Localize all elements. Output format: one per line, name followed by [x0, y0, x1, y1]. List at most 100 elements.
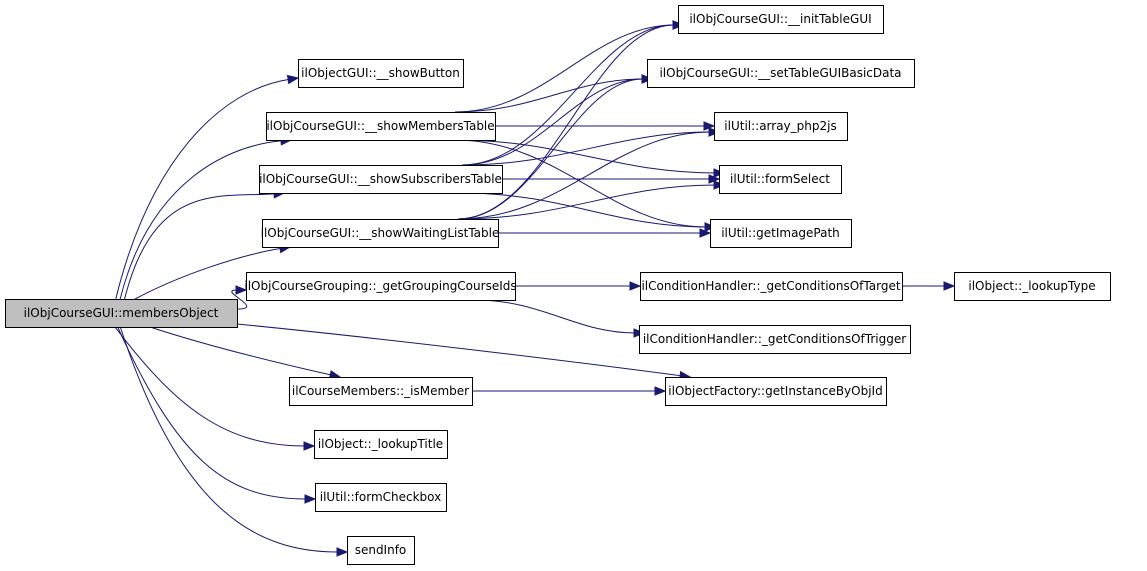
node-label: ilObject::_lookupType — [968, 279, 1095, 293]
node-lookup-title[interactable]: ilObject::_lookupTitle — [314, 430, 448, 459]
edge-show-subscribers-table-to-get-image-path — [461, 192, 717, 232]
edge-root-to-lookup-title — [114, 326, 316, 451]
edge-line — [124, 193, 276, 300]
node-box — [719, 165, 842, 194]
edge-line — [461, 131, 711, 166]
node-label: ilConditionHandler::_getConditionsOfTarg… — [641, 279, 900, 293]
node-label: ilObjCourseGUI::__initTableGUI — [689, 12, 871, 26]
node-box — [710, 219, 852, 248]
arrowhead-icon — [235, 285, 248, 295]
arrowhead-icon — [336, 547, 349, 557]
edge-line — [236, 323, 682, 377]
node-show-waiting-list-table[interactable]: ilObjCourseGUI::__showWaitingListTable — [261, 219, 500, 248]
edge-line — [461, 78, 644, 166]
node-label: ilUtil::formSelect — [730, 172, 830, 186]
edge-line — [457, 184, 716, 220]
node-form-select[interactable]: ilUtil::formSelect — [719, 165, 842, 194]
node-label: ilCourseMembers::_isMember — [292, 384, 469, 398]
edge-line — [114, 326, 306, 447]
edge-line — [461, 192, 707, 228]
node-label: ilObjectGUI::__showButton — [301, 66, 460, 80]
node-box — [639, 325, 911, 354]
node-label: ilUtil::array_php2js — [724, 119, 836, 133]
node-is-member[interactable]: ilCourseMembers::_isMember — [289, 377, 473, 406]
node-box — [714, 112, 848, 141]
edge-line — [454, 24, 675, 113]
node-label: ilObjCourseGUI::__showWaitingListTable — [261, 226, 500, 240]
node-label: ilObjCourseGUI::__showMembersTable — [266, 119, 494, 133]
edge-show-subscribers-table-to-form-select — [502, 174, 721, 184]
node-show-subscribers-table[interactable]: ilObjCourseGUI::__showSubscribersTable — [259, 165, 503, 194]
edge-line — [454, 139, 716, 174]
edge-line — [231, 289, 248, 310]
edge-root-to-send-info — [119, 326, 349, 557]
node-get-conditions-of-target[interactable]: ilConditionHandler::_getConditionsOfTarg… — [640, 272, 903, 301]
node-box — [665, 377, 887, 406]
edge-is-member-to-get-instance-by-obj-id — [472, 386, 667, 396]
edge-get-grouping-course-ids-to-get-conditions-of-trigger — [474, 299, 646, 338]
node-box — [262, 219, 499, 248]
node-label: ilObject::_lookupTitle — [318, 437, 443, 451]
node-show-members-table[interactable]: ilObjCourseGUI::__showMembersTable — [266, 112, 496, 141]
edge-root-to-show-button — [115, 74, 300, 300]
edge-root-to-form-checkbox — [117, 326, 317, 504]
node-show-button[interactable]: ilObjectGUI::__showButton — [298, 59, 464, 88]
node-label: ilObjCourseGUI::__showSubscribersTable — [259, 172, 502, 186]
node-label: ilUtil::formCheckbox — [320, 490, 442, 504]
edge-show-subscribers-table-to-array-php2js — [461, 127, 721, 166]
node-get-conditions-of-trigger[interactable]: ilConditionHandler::_getConditionsOfTrig… — [639, 325, 911, 354]
node-label: ilObjectFactory::getInstanceByObjId — [668, 384, 882, 398]
edge-line — [454, 139, 707, 228]
node-box — [298, 59, 464, 88]
node-send-info[interactable]: sendInfo — [347, 536, 415, 565]
node-get-image-path[interactable]: ilUtil::getImagePath — [710, 219, 852, 248]
arrowhead-icon — [654, 386, 667, 396]
edge-line — [119, 326, 339, 553]
arrowhead-icon — [286, 74, 300, 85]
edge-line — [149, 326, 332, 376]
edge-line — [115, 78, 290, 300]
node-init-table-gui[interactable]: ilObjCourseGUI::__initTableGUI — [678, 5, 884, 34]
node-get-instance-by-obj-id[interactable]: ilObjectFactory::getInstanceByObjId — [665, 377, 887, 406]
node-box — [314, 430, 448, 459]
edge-root-to-is-member — [149, 326, 342, 380]
edge-line — [457, 131, 711, 220]
edge-show-waiting-list-table-to-get-image-path — [498, 228, 712, 238]
node-box — [647, 59, 915, 88]
node-label: ilUtil::getImagePath — [721, 226, 840, 240]
node-box — [347, 536, 415, 565]
arrowhead-icon — [629, 281, 642, 291]
arrowhead-icon — [943, 281, 956, 291]
edge-show-members-table-to-set-table-guibasic-data — [454, 74, 654, 113]
node-root[interactable]: ilObjCourseGUI::membersObject — [5, 299, 238, 328]
arrowhead-icon — [304, 494, 317, 504]
edge-get-grouping-course-ids-to-get-conditions-of-target — [514, 281, 642, 291]
node-box — [259, 165, 503, 194]
edge-line — [461, 24, 675, 166]
node-box — [5, 299, 238, 328]
node-box — [954, 272, 1111, 301]
edge-root-to-get-grouping-course-ids — [231, 285, 248, 310]
edge-show-members-table-to-array-php2js — [495, 121, 716, 131]
node-set-table-guibasic-data[interactable]: ilObjCourseGUI::__setTableGUIBasicData — [647, 59, 915, 88]
node-label: sendInfo — [355, 543, 407, 557]
edge-line — [454, 78, 644, 113]
node-get-grouping-course-ids[interactable]: ilObjCourseGrouping::_getGroupingCourseI… — [244, 272, 517, 301]
node-lookup-type[interactable]: ilObject::_lookupType — [954, 272, 1111, 301]
node-form-checkbox[interactable]: ilUtil::formCheckbox — [315, 483, 447, 512]
edge-line — [457, 78, 644, 220]
edge-show-waiting-list-table-to-set-table-guibasic-data — [457, 74, 654, 220]
arrowhead-icon — [303, 441, 316, 451]
edge-get-conditions-of-target-to-lookup-type — [901, 281, 956, 291]
node-box — [640, 272, 903, 301]
node-array-php2js[interactable]: ilUtil::array_php2js — [714, 112, 848, 141]
node-box — [678, 5, 884, 34]
arrowhead-icon — [699, 228, 712, 238]
node-label: ilObjCourseGUI::__setTableGUIBasicData — [659, 66, 901, 80]
node-box — [315, 483, 447, 512]
edge-line — [474, 299, 636, 334]
edge-line — [134, 247, 282, 300]
node-label: ilObjCourseGUI::membersObject — [24, 306, 219, 320]
node-box — [246, 272, 516, 301]
